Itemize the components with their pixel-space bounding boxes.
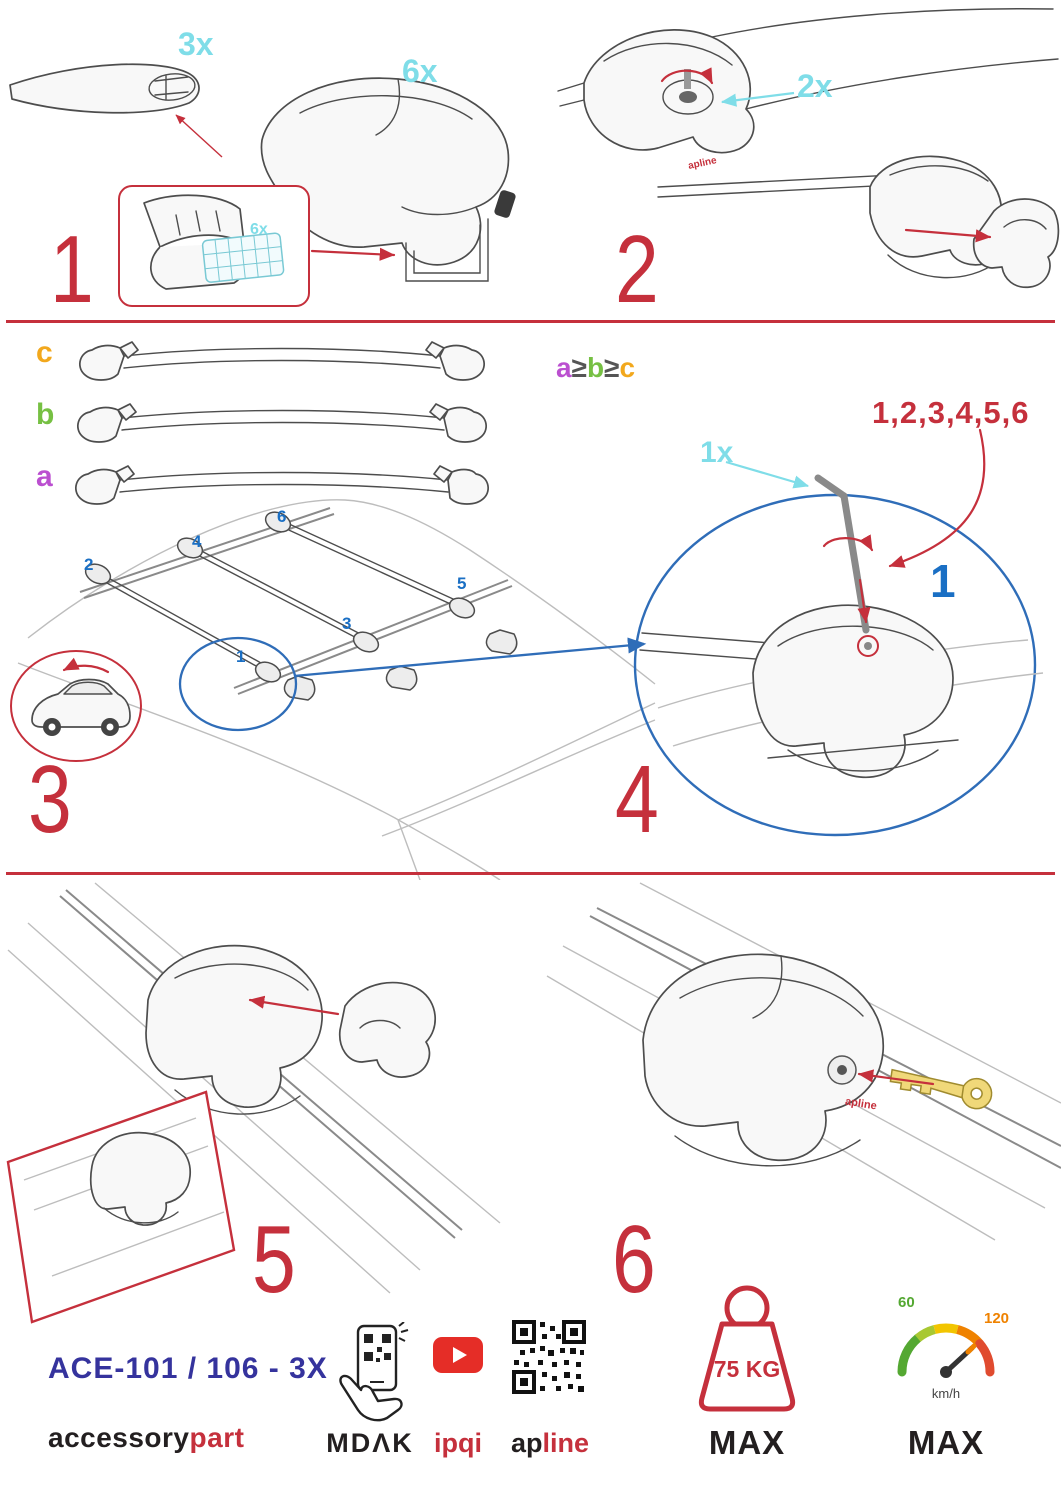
max-speed-label: MAX xyxy=(907,1424,985,1461)
step3-number: 3 xyxy=(28,746,72,853)
roof-position-3: 3 xyxy=(342,614,352,633)
foot-underside-illustration xyxy=(143,194,285,290)
crossbar-b-illustration xyxy=(77,403,487,443)
qty-key-turns-label: 2x xyxy=(797,68,833,104)
roof-position-5: 5 xyxy=(457,574,467,593)
step6-number: 6 xyxy=(612,1206,656,1313)
roof-position-2: 2 xyxy=(84,555,94,574)
gauge-unit-label: km/h xyxy=(931,1386,961,1401)
roof-position-6: 6 xyxy=(277,507,287,526)
roof-mounting-illustration xyxy=(17,499,656,880)
apline-logo-ap: ap xyxy=(510,1428,543,1458)
size-label-b: b xyxy=(36,398,55,431)
qty-feet-label: 6x xyxy=(402,53,438,89)
size-label-c: c xyxy=(36,336,53,369)
step2-illustration xyxy=(557,8,1060,289)
max-weight-value: 75 KG xyxy=(713,1356,781,1382)
accessorypart-logo-part: part xyxy=(189,1422,245,1453)
size-label-a: a xyxy=(36,460,53,493)
rule-ge1: ≥ xyxy=(571,352,587,383)
step1-inset-box xyxy=(118,185,310,307)
rule-a: a xyxy=(556,352,572,383)
step4-number: 4 xyxy=(615,746,659,853)
car-direction-inset xyxy=(10,650,142,762)
tightening-sequence: 1,2,3,4,5,6 xyxy=(872,395,1030,430)
max-speed-gauge-icon xyxy=(897,1323,995,1378)
qty-tool-label: 1x xyxy=(700,436,734,469)
crossbar-a-illustration xyxy=(75,465,489,505)
rule-ge2: ≥ xyxy=(604,352,620,383)
youtube-icon xyxy=(433,1337,483,1373)
max-weight-icon xyxy=(698,1285,796,1412)
size-rule: a≥b≥c xyxy=(556,352,635,384)
apline-logo: apline xyxy=(500,1428,600,1459)
step1-illustration xyxy=(9,63,516,282)
mdak-logo: MDΛK xyxy=(326,1428,414,1458)
step4-zoom-illustration xyxy=(633,428,1044,837)
roof-position-4: 4 xyxy=(192,532,202,551)
step2-number: 2 xyxy=(615,216,659,323)
step5-illustration xyxy=(6,882,501,1324)
rule-c: c xyxy=(619,352,636,383)
roof-position-1: 1 xyxy=(236,647,246,666)
qty-pads-inset-label: 6x xyxy=(250,221,268,238)
crossbar-c-illustration xyxy=(79,341,485,381)
qr-code xyxy=(512,1320,586,1394)
accessorypart-logo-accessory: accessory xyxy=(48,1422,190,1453)
zoom-position-callout: 1 xyxy=(930,555,956,607)
gauge-120-label: 120 xyxy=(984,1310,1010,1327)
step6-illustration xyxy=(546,882,1061,1241)
section-divider-bottom xyxy=(6,872,1055,875)
ipqi-logo: ipqi xyxy=(434,1428,482,1458)
step5-number: 5 xyxy=(252,1206,296,1313)
rule-b: b xyxy=(586,352,605,383)
scan-qr-phone-icon xyxy=(339,1322,409,1422)
apline-logo-line: line xyxy=(542,1428,590,1458)
gauge-60-label: 60 xyxy=(898,1294,915,1311)
step1-number: 1 xyxy=(50,216,94,323)
qty-bars-label: 3x xyxy=(178,26,214,62)
max-weight-label: MAX xyxy=(708,1424,786,1461)
section-divider-top xyxy=(6,320,1055,323)
model-number: ACE-101 / 106 - 3X xyxy=(48,1352,328,1385)
accessorypart-logo: accessorypart xyxy=(48,1422,244,1454)
